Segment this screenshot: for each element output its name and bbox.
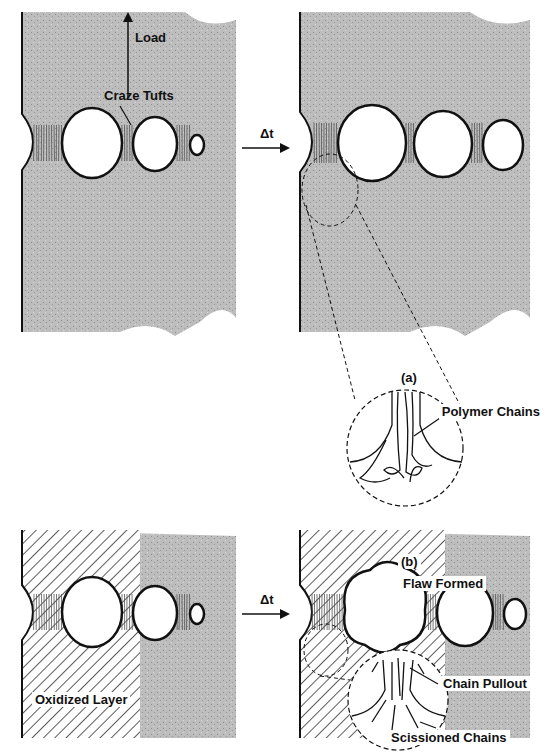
craze-fibril <box>411 123 412 163</box>
craze-fibril <box>46 125 47 161</box>
craze-fibril <box>51 594 52 630</box>
craze-fibril <box>328 123 329 163</box>
craze-fibril <box>312 594 313 630</box>
craze-fibril <box>49 125 50 161</box>
chain-pullout-label: Chain Pullout <box>440 676 530 691</box>
oxidized-layer-label: Oxidized Layer <box>32 692 130 707</box>
craze-fibril <box>186 125 187 161</box>
craze-tufts-label: Craze Tufts <box>104 88 174 103</box>
polymer-chains-label: Polymer Chains <box>439 404 543 419</box>
craze-fibril <box>39 594 40 630</box>
time-step-label: Δt <box>257 126 277 141</box>
craze-fibril <box>477 123 478 163</box>
craze-fibril <box>54 125 55 161</box>
craze-fibril <box>43 125 44 161</box>
craze-fibril <box>337 594 338 630</box>
craze-fibril <box>186 594 187 630</box>
scissioned-chains-label: Scissioned Chains <box>388 730 510 745</box>
panel-label: (b) <box>398 554 421 569</box>
craze-fibril <box>56 125 57 161</box>
craze-fibril <box>331 123 332 163</box>
craze-fibril <box>41 125 42 161</box>
craze-fibril <box>479 123 480 163</box>
craze-fibril <box>179 125 180 161</box>
craze-fibril <box>126 594 127 630</box>
craze-fibril <box>182 125 183 161</box>
craze-fibril <box>334 594 335 630</box>
craze-fibril <box>33 125 34 161</box>
craze-fibril <box>129 594 130 630</box>
craze-fibril <box>333 123 334 163</box>
craze-fibril <box>316 123 317 163</box>
craze-fibril <box>323 123 324 163</box>
craze-fibril <box>179 594 180 630</box>
craze-fibril <box>321 123 322 163</box>
craze-fibril <box>58 594 59 630</box>
craze-fibril <box>314 123 315 163</box>
craze-fibril <box>41 594 42 630</box>
craze-fibril <box>124 125 125 161</box>
craze-fibril <box>500 594 501 630</box>
craze-fibril <box>49 594 50 630</box>
craze-fibril <box>58 125 59 161</box>
panel-label: (a) <box>398 370 420 385</box>
craze-fibril <box>54 594 55 630</box>
craze-fibril <box>46 594 47 630</box>
craze-fibril <box>317 594 318 630</box>
craze-fibril <box>33 594 34 630</box>
craze-fibril <box>408 123 409 163</box>
craze-fibril <box>184 594 185 630</box>
craze-fibril <box>129 125 130 161</box>
craze-fibril <box>430 594 431 630</box>
craze-fibril <box>184 125 185 161</box>
craze-fibril <box>36 594 37 630</box>
craze-fibril <box>314 594 315 630</box>
craze-fibril <box>474 123 475 163</box>
craze-fibril <box>124 594 125 630</box>
flaw-formed-label: Flaw Formed <box>400 576 486 591</box>
craze-fibril <box>433 594 434 630</box>
craze-fibril <box>51 125 52 161</box>
time-step-label: Δt <box>257 592 277 607</box>
craze-fibril <box>44 594 45 630</box>
craze-fibril <box>324 594 325 630</box>
craze-fibril <box>339 594 340 630</box>
craze-fibril <box>38 125 39 161</box>
craze-fibril <box>497 594 498 630</box>
craze-fibril <box>332 594 333 630</box>
craze-fibril <box>326 123 327 163</box>
craze-fibril <box>495 594 496 630</box>
craze-fibril <box>327 594 328 630</box>
craze-fibril <box>56 594 57 630</box>
craze-fibril <box>36 125 37 161</box>
craze-fibril <box>342 594 343 630</box>
craze-fibril <box>126 125 127 161</box>
craze-fibril <box>428 594 429 630</box>
load-label: Load <box>135 30 166 45</box>
craze-fibril <box>182 594 183 630</box>
